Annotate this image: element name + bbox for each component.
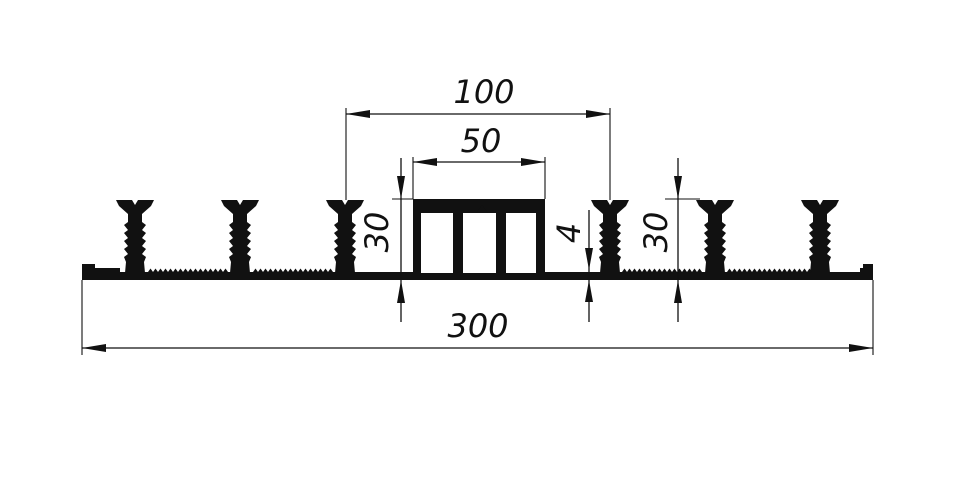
dimension-label-50: 50: [461, 122, 502, 160]
base-tooth: [762, 268, 767, 272]
base-tooth: [208, 268, 213, 272]
rib-head-notch: [712, 200, 718, 205]
base-tooth: [223, 268, 228, 272]
rib-head-notch: [607, 200, 613, 205]
base-tooth: [198, 268, 203, 272]
base-strip: [82, 264, 873, 280]
dimension-label-30-right: 30: [637, 212, 675, 253]
base-tooth: [642, 268, 647, 272]
base-tooth: [657, 268, 662, 272]
rib-head-notch: [237, 200, 243, 205]
waterstop-profile: [82, 199, 873, 280]
base-tooth: [158, 268, 163, 272]
base-tooth: [298, 268, 303, 272]
center-bulb: [413, 199, 545, 278]
base-tooth: [667, 268, 672, 272]
base-tooth: [313, 268, 318, 272]
dimension-30-right: 30: [637, 158, 700, 322]
base-tooth: [802, 268, 807, 272]
dimension-label-100: 100: [453, 73, 514, 111]
base-tooth: [203, 268, 208, 272]
base-tooth: [258, 268, 263, 272]
base-tooth: [692, 268, 697, 272]
base-tooth: [662, 268, 667, 272]
base-serrations: [148, 268, 812, 272]
base-tooth: [173, 268, 178, 272]
base-tooth: [687, 268, 692, 272]
base-tooth: [727, 268, 732, 272]
base-tooth: [218, 268, 223, 272]
base-tooth: [273, 268, 278, 272]
anchor-rib: [591, 200, 629, 273]
anchor-rib: [801, 200, 839, 273]
base-tooth: [777, 268, 782, 272]
dimension-4: 4: [550, 210, 593, 322]
base-tooth: [772, 268, 777, 272]
base-tooth: [168, 268, 173, 272]
base-tooth: [747, 268, 752, 272]
base-tooth: [652, 268, 657, 272]
base-tooth: [323, 268, 328, 272]
anchor-rib: [116, 200, 154, 273]
base-tooth: [792, 268, 797, 272]
base-tooth: [193, 268, 198, 272]
base-tooth: [767, 268, 772, 272]
base-tooth: [807, 268, 812, 272]
rib-head-notch: [342, 200, 348, 205]
base-tooth: [632, 268, 637, 272]
base-tooth: [213, 268, 218, 272]
anchor-ribs: [116, 200, 839, 273]
base-tooth: [732, 268, 737, 272]
base-tooth: [303, 268, 308, 272]
anchor-rib: [221, 200, 259, 273]
base-tooth: [308, 268, 313, 272]
base-tooth: [293, 268, 298, 272]
base-tooth: [697, 268, 702, 272]
base-tooth: [153, 268, 158, 272]
base-tooth: [178, 268, 183, 272]
base-tooth: [757, 268, 762, 272]
base-tooth: [283, 268, 288, 272]
dimension-100: 100: [345, 73, 611, 200]
anchor-rib: [326, 200, 364, 273]
base-tooth: [278, 268, 283, 272]
bulb-notch: [476, 205, 488, 213]
base-tooth: [627, 268, 632, 272]
rib-head-notch: [817, 200, 823, 205]
dimension-300: 300: [81, 280, 874, 355]
dimension-50: 50: [412, 122, 546, 199]
base-tooth: [647, 268, 652, 272]
base-tooth: [288, 268, 293, 272]
base-tooth: [672, 268, 677, 272]
base-tooth: [263, 268, 268, 272]
base-tooth: [188, 268, 193, 272]
rib-head-notch: [132, 200, 138, 205]
base-tooth: [148, 268, 153, 272]
base-tooth: [328, 268, 333, 272]
base-tooth: [787, 268, 792, 272]
base-tooth: [682, 268, 687, 272]
base-tooth: [737, 268, 742, 272]
base-tooth: [268, 268, 273, 272]
base-tooth: [782, 268, 787, 272]
base-tooth: [752, 268, 757, 272]
bulb-cavity-left: [421, 213, 453, 273]
base-tooth: [622, 268, 627, 272]
bulb-cavity-middle: [463, 213, 496, 273]
base-tooth: [742, 268, 747, 272]
base-tooth: [253, 268, 258, 272]
anchor-rib: [696, 200, 734, 273]
base-tooth: [797, 268, 802, 272]
base-tooth: [183, 268, 188, 272]
dimension-label-300: 300: [447, 307, 508, 345]
dimension-label-4: 4: [550, 223, 588, 243]
dimension-30-left: 30: [358, 158, 413, 322]
base-tooth: [318, 268, 323, 272]
dimension-label-30-left: 30: [358, 212, 396, 253]
bulb-cavity-right: [506, 213, 536, 273]
base-tooth: [637, 268, 642, 272]
base-tooth: [163, 268, 168, 272]
